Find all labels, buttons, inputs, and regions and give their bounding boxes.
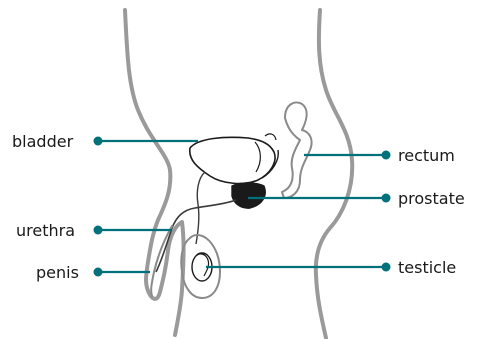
- penis-dot: [94, 268, 103, 277]
- rectum-label: rectum: [398, 146, 455, 165]
- testicle-label: testicle: [398, 258, 456, 277]
- bladder-dot: [94, 137, 103, 146]
- prostate-callout: prostate: [248, 189, 465, 208]
- prostate-label: prostate: [398, 189, 465, 208]
- prostate-shape: [232, 183, 265, 208]
- bladder-shape: [190, 137, 275, 183]
- urethra-dot: [94, 226, 103, 235]
- back-body-outline: [316, 10, 352, 338]
- bladder-label: bladder: [12, 132, 74, 151]
- penis-callout: penis: [36, 263, 150, 282]
- prostate-dot: [382, 194, 391, 203]
- rectum-callout: rectum: [304, 146, 455, 165]
- rectum-dot: [382, 151, 391, 160]
- bladder-callout: bladder: [12, 132, 198, 151]
- urethra-label: urethra: [16, 221, 75, 240]
- urethra-callout: urethra: [16, 221, 172, 240]
- penis-label: penis: [36, 263, 79, 282]
- front-body-outline: [125, 10, 184, 335]
- testicle-callout: testicle: [206, 258, 456, 277]
- testicle-dot: [382, 263, 391, 272]
- rectum-shape: [282, 103, 312, 198]
